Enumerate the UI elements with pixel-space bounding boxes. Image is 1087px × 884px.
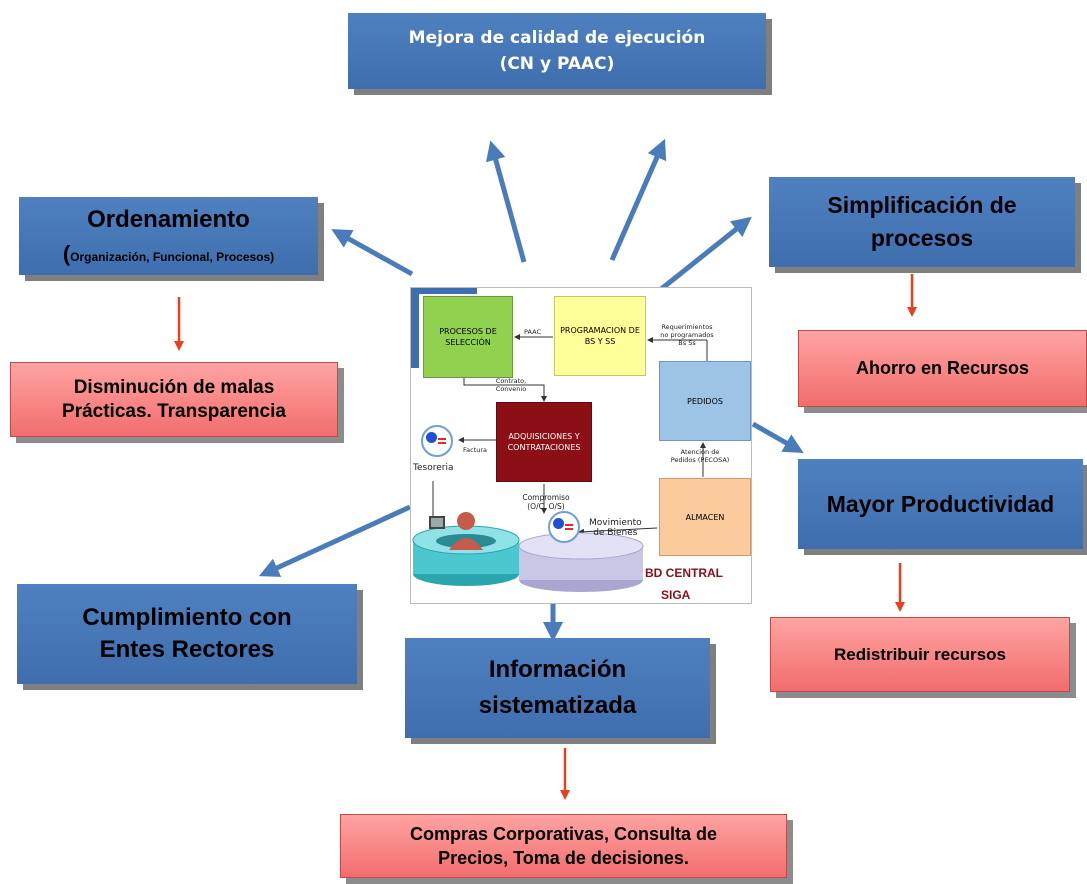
arrow-to-cumplimiento	[258, 504, 412, 577]
database-icon	[548, 511, 580, 543]
arrow-to-ordenamiento	[331, 229, 414, 277]
compromiso-label: Compromiso (O/C, O/S)	[522, 493, 570, 511]
ahorro-text: Ahorro en Recursos	[855, 358, 1030, 378]
informacion-box: Información sistematizada	[405, 638, 710, 738]
mejora-line2: (CN y PAAC)	[499, 54, 615, 74]
compras-line2: Precios, Toma de decisiones.	[438, 848, 689, 868]
simplificacion-line2: procesos	[870, 225, 974, 251]
redistribuir-text: Redistribuir recursos	[834, 644, 1006, 664]
movimiento-line2: de Bienes	[593, 528, 638, 538]
siga-label: SIGA	[661, 588, 691, 602]
ahorro-box: Ahorro en Recursos	[798, 330, 1087, 407]
ordenamiento-box: Ordenamiento (Organización, Funcional, P…	[19, 197, 318, 275]
ordenamiento-subtitle-row: (Organización, Funcional, Procesos)	[63, 241, 274, 267]
procesos-seleccion-box: PROCESOS DE SELECCIÓN	[423, 296, 513, 378]
productividad-box: Mayor Productividad	[798, 459, 1083, 549]
central-process-diagram: PROCESOS DE SELECCIÓN PROGRAMACION DE BS…	[410, 287, 752, 604]
arrow-to-productividad	[751, 421, 804, 453]
mejora-line1: Mejora de calidad de ejecución	[408, 28, 706, 48]
almacen-box: ALMACEN	[659, 478, 751, 556]
tesoreria-label: Tesoreria	[413, 463, 454, 473]
ordenamiento-title: Ordenamiento	[87, 206, 250, 233]
movimiento-label: Movimiento de Bienes	[589, 518, 642, 538]
arrow-to-mejora-left	[486, 140, 527, 263]
atencion-label: Atención de Pedidos (PECOSA)	[670, 448, 730, 464]
ordenamiento-subtitle: Organización, Funcional, Procesos)	[70, 250, 275, 264]
programacion-box: PROGRAMACION DE BS Y SS	[554, 296, 646, 376]
pedidos-box: PEDIDOS	[659, 361, 751, 441]
informacion-line2: sistematizada	[478, 692, 637, 719]
arrow-to-mejora-right	[609, 138, 667, 262]
ordenamiento-paren: (	[62, 241, 71, 266]
factura-label: Factura	[463, 446, 488, 454]
movimiento-line1: Movimiento	[589, 518, 642, 528]
arrow-to-simplificacion	[658, 216, 752, 292]
tesoreria-icon	[421, 425, 453, 457]
paac-label: PAAC	[524, 328, 542, 336]
informacion-line1: Información	[488, 656, 627, 683]
cumplimiento-line2: Entes Rectores	[99, 636, 275, 663]
cumplimiento-line1: Cumplimiento con	[82, 604, 292, 631]
central-connectors	[411, 288, 708, 592]
productividad-text: Mayor Productividad	[826, 490, 1055, 517]
bd-central-label: BD CENTRAL	[645, 566, 723, 580]
contrato-label: Contrato, Convenio	[495, 377, 527, 393]
mejora-calidad-box: Mejora de calidad de ejecución (CN y PAA…	[348, 13, 766, 89]
simplificacion-box: Simplificación de procesos	[769, 177, 1075, 267]
redistribuir-box: Redistribuir recursos	[770, 617, 1070, 692]
simplificacion-line1: Simplificación de	[827, 192, 1017, 218]
disminucion-line2: Prácticas. Transparencia	[62, 400, 286, 422]
adquisiciones-box: ADQUISICIONES Y CONTRATACIONES	[496, 402, 592, 482]
disminucion-line1: Disminución de malas	[73, 376, 275, 398]
cumplimiento-box: Cumplimiento con Entes Rectores	[17, 584, 357, 684]
requerimientos-label: Requerimientos no programados Bs Ss	[660, 323, 714, 347]
compras-line1: Compras Corporativas, Consulta de	[409, 824, 718, 844]
compras-box: Compras Corporativas, Consulta de Precio…	[340, 814, 787, 878]
disminucion-box: Disminución de malas Prácticas. Transpar…	[10, 362, 338, 437]
